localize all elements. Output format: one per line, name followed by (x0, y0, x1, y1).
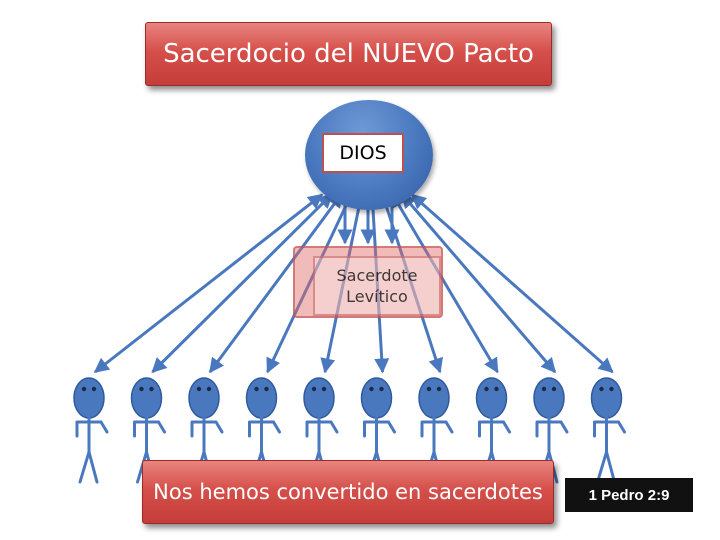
person-head (132, 378, 162, 418)
eye-icon (197, 387, 201, 391)
eye-icon (207, 387, 211, 391)
eye-icon (369, 387, 373, 391)
god-label-text: DIOS (339, 142, 386, 164)
person-head (592, 378, 622, 418)
person-head (247, 378, 277, 418)
caption-text: Nos hemos convertido en sacerdotes (153, 480, 543, 504)
arrow-line (95, 195, 322, 372)
person-head (304, 378, 334, 418)
person-head (419, 378, 449, 418)
eye-icon (484, 387, 488, 391)
eye-icon (264, 387, 268, 391)
eye-icon (254, 387, 258, 391)
person-head (189, 378, 219, 418)
eye-icon (379, 387, 383, 391)
priest-label: Sacerdote Levítico (313, 256, 441, 316)
title-text: Sacerdocio del NUEVO Pacto (163, 39, 534, 69)
eye-icon (92, 387, 96, 391)
person-body (77, 418, 107, 482)
eye-icon (609, 387, 613, 391)
person-head (477, 378, 507, 418)
person-body (595, 418, 625, 482)
eye-icon (542, 387, 546, 391)
person-figure (592, 378, 625, 482)
eye-icon (494, 387, 498, 391)
eye-icon (437, 387, 441, 391)
reference-text: 1 Pedro 2:9 (589, 487, 670, 504)
reference-box: 1 Pedro 2:9 (565, 478, 693, 512)
eye-icon (139, 387, 143, 391)
caption-banner: Nos hemos convertido en sacerdotes (142, 460, 554, 524)
person-figure (74, 378, 107, 482)
eye-icon (599, 387, 603, 391)
eye-icon (149, 387, 153, 391)
eye-icon (427, 387, 431, 391)
priest-label-line1: Sacerdote (337, 265, 418, 286)
eye-icon (312, 387, 316, 391)
eye-icon (82, 387, 86, 391)
god-label: DIOS (322, 133, 404, 173)
priest-label-line2: Levítico (346, 286, 408, 307)
eye-icon (322, 387, 326, 391)
title-banner: Sacerdocio del NUEVO Pacto (145, 22, 552, 86)
eye-icon (552, 387, 556, 391)
person-head (74, 378, 104, 418)
person-head (534, 378, 564, 418)
person-head (362, 378, 392, 418)
